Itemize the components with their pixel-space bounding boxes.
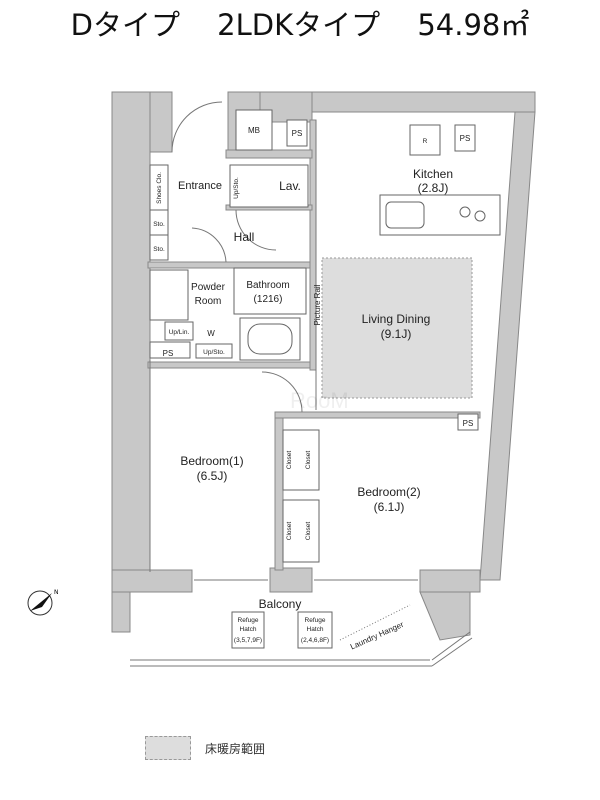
label-powder-room: Powder — [191, 282, 226, 293]
label-kitchen-size: (2.8J) — [418, 181, 449, 195]
label-lavatory: Lav. — [279, 179, 301, 193]
label-up-storage: Up/Sto. — [203, 349, 225, 356]
label-closet: Closet — [286, 522, 293, 541]
label-picture-rail: Picture Rail — [313, 284, 322, 325]
north-compass-icon: N — [27, 589, 59, 616]
label-powder-room-2: Room — [195, 296, 222, 307]
plan-title: Dタイプ 2LDKタイプ 54.98㎡ — [0, 2, 600, 44]
legend-label: 床暖房範囲 — [205, 741, 266, 756]
label-r: R — [423, 138, 428, 145]
type-name: Dタイプ — [70, 8, 180, 42]
label-up-linen: Up/Lin. — [169, 329, 190, 336]
label-entrance: Entrance — [178, 180, 222, 192]
label-refuge-hatch-2: Hatch — [240, 626, 257, 633]
label-ps: PS — [292, 129, 303, 138]
label-closet: Closet — [305, 451, 312, 470]
label-bedroom-2-size: (6.1J) — [374, 500, 405, 514]
label-refuge-hatch: Refuge — [238, 617, 259, 624]
label-living-dining: Living Dining — [362, 312, 431, 326]
label-refuge-hatch-2: Hatch — [307, 626, 324, 633]
label-ps: PS — [463, 419, 474, 428]
watermark: RooM — [290, 388, 349, 413]
floor-heating-swatch — [145, 736, 191, 760]
svg-text:N: N — [54, 589, 59, 596]
label-hatch-floors: (2,4,6,8F) — [301, 637, 329, 644]
label-mb: MB — [248, 126, 260, 135]
label-bathroom: Bathroom — [246, 280, 289, 291]
label-laundry-hanger: Laundry Hanger — [349, 620, 405, 652]
label-kitchen: Kitchen — [413, 167, 453, 181]
label-up-storage: Up/Sto. — [233, 177, 240, 199]
label-washer: W — [207, 329, 215, 338]
label-storage: Sto. — [153, 246, 165, 253]
label-ps: PS — [163, 349, 174, 358]
partitions — [130, 101, 501, 667]
label-living-size: (9.1J) — [381, 327, 412, 341]
label-hatch-floors: (3,5,7,9F) — [234, 637, 262, 644]
label-closet: Closet — [305, 522, 312, 541]
label-shoes-closet: Shoes Clo. — [156, 172, 163, 204]
label-hall: Hall — [234, 230, 255, 244]
label-ps: PS — [460, 134, 471, 143]
layout-type: 2LDKタイプ — [217, 8, 381, 42]
label-balcony: Balcony — [259, 597, 302, 611]
label-storage: Sto. — [153, 221, 165, 228]
floor-heating-area — [321, 257, 473, 399]
label-closet: Closet — [286, 451, 293, 470]
floor-area: 54.98㎡ — [417, 8, 530, 42]
label-bathroom-size: (1216) — [254, 294, 283, 305]
label-bedroom-1: Bedroom(1) — [180, 454, 243, 468]
label-bedroom-1-size: (6.5J) — [197, 469, 228, 483]
label-bedroom-2: Bedroom(2) — [357, 485, 420, 499]
label-refuge-hatch: Refuge — [305, 617, 326, 624]
legend: 床暖房範囲 — [145, 736, 265, 760]
